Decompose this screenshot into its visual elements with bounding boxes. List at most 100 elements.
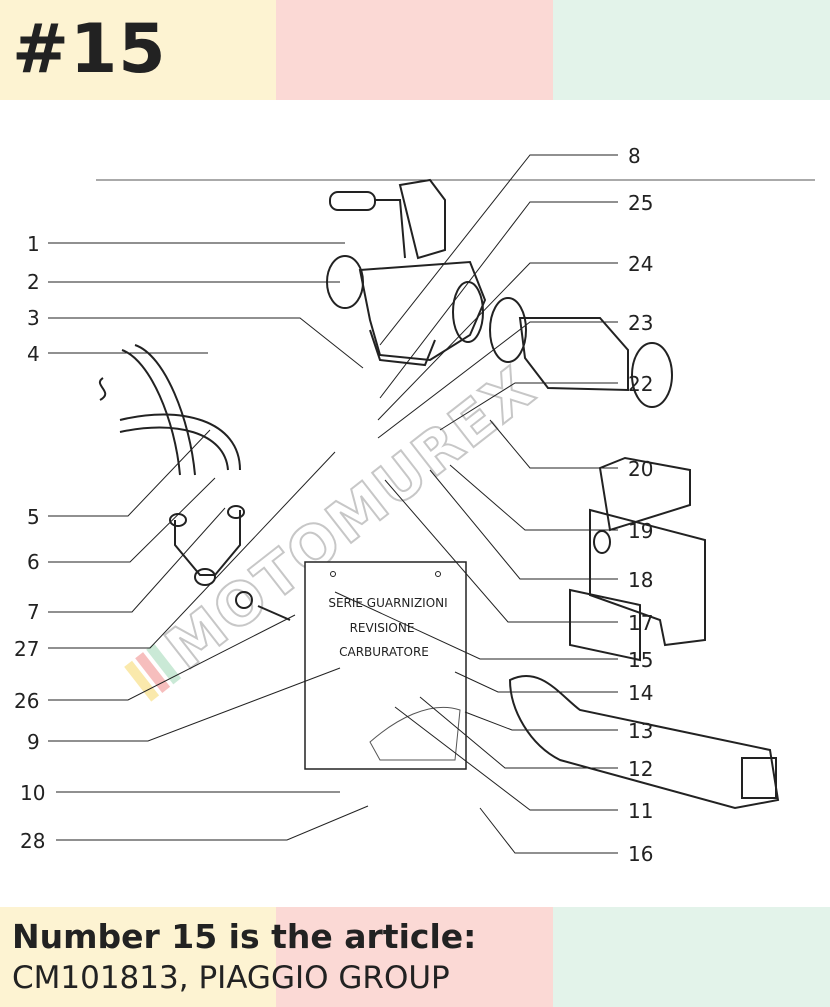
screw-26: [257, 605, 291, 621]
leader-14: [454, 671, 618, 693]
carb-float-bowl: [369, 329, 436, 367]
leader-7: [48, 507, 226, 613]
carb-top-cap: [398, 178, 446, 260]
header-band-yellow: [0, 0, 276, 100]
clamp-22: [631, 342, 673, 408]
leader-6: [48, 477, 216, 563]
hose-4-edge: [134, 344, 196, 476]
exploded-parts-diagram: MOTOMUREX: [14, 144, 815, 866]
leader-24: [377, 262, 618, 421]
duct-mouth: [741, 757, 777, 799]
carb-main-body: [358, 260, 487, 362]
callout-24: 24: [628, 252, 653, 276]
leader-20: [489, 419, 618, 469]
callout-26: 26: [14, 689, 39, 713]
kit-box-gasket-outline: [369, 706, 461, 761]
carb-outlet: [452, 281, 484, 343]
air-box-parts: [569, 456, 706, 662]
callout-22: 22: [628, 372, 653, 396]
callout-25: 25: [628, 191, 653, 215]
header-band: [0, 0, 830, 100]
callout-16: 16: [628, 842, 653, 866]
ring-24: [489, 297, 527, 363]
fuel-hose-parts: [99, 344, 291, 621]
callout-11: 11: [628, 799, 653, 823]
leader-5: [48, 429, 211, 517]
leader-17: [384, 479, 618, 623]
callout-23: 23: [628, 311, 653, 335]
hose-5: [119, 413, 241, 471]
housing-hole: [593, 530, 611, 554]
callout-8: 8: [628, 144, 641, 168]
leader-18: [429, 469, 618, 580]
leader-27: [48, 451, 336, 649]
leader-8: [379, 154, 618, 346]
header-band-green: [553, 0, 830, 100]
carb-cable-pipe: [375, 199, 406, 259]
hose-5-edge: [119, 426, 229, 471]
watermark-stripe-yellow: [124, 660, 160, 702]
callout-28: 28: [20, 829, 45, 853]
header-band-pink: [276, 0, 553, 100]
callout-7: 7: [27, 600, 40, 624]
item-number-badge: #15: [12, 10, 167, 89]
kit-box-line2: REVISIONE: [350, 621, 415, 635]
duct-12: [508, 674, 780, 810]
leader-13: [464, 711, 618, 731]
caption-article-heading: Number 15 is the article:: [12, 917, 477, 956]
callout-27: 27: [14, 637, 39, 661]
footer-band-pink: [276, 907, 553, 1007]
carb-cable-fitting: [329, 191, 376, 211]
leader-11: [394, 706, 618, 811]
callout-15: 15: [628, 648, 653, 672]
intake-sleeve-23: [518, 317, 629, 392]
leader-lines: [48, 154, 618, 854]
leader-23: [377, 321, 618, 439]
callout-3: 3: [27, 306, 40, 330]
callout-20: 20: [628, 457, 653, 481]
callout-labels: 1 2 3 4 5 6 7 27 26 9 10 28 8 25 24 23 2…: [14, 144, 653, 866]
connector-end-right: [227, 505, 245, 519]
leader-22: [439, 382, 618, 431]
kit-box-line3: CARBURATORE: [339, 645, 429, 659]
callout-19: 19: [628, 519, 653, 543]
caption-article-code: CM101813, PIAGGIO GROUP: [12, 960, 450, 996]
leader-28: [56, 805, 369, 841]
kit-box-mark-right: [435, 571, 441, 577]
callout-4: 4: [27, 342, 40, 366]
washer-26: [235, 591, 253, 609]
intake-duct-parts: [508, 674, 780, 810]
callout-6: 6: [27, 550, 40, 574]
callout-12: 12: [628, 757, 653, 781]
intake-ring-parts: [489, 297, 673, 408]
watermark-stripe-green: [146, 643, 182, 685]
filter-17: [569, 588, 641, 662]
leader-25: [379, 201, 618, 399]
callout-5: 5: [27, 505, 40, 529]
kit-box-line1: SERIE GUARNIZIONI: [328, 596, 447, 610]
leader-12: [419, 696, 618, 769]
carburettor-part: [326, 178, 487, 367]
leader-19: [449, 464, 618, 531]
leader-26: [48, 614, 296, 701]
callout-9: 9: [27, 730, 40, 754]
spring-clip: [99, 377, 107, 401]
gasket-kit-box: [304, 561, 467, 770]
callout-10: 10: [20, 781, 45, 805]
bracket-27: [194, 568, 216, 586]
kit-box-mark-left: [330, 571, 336, 577]
callout-13: 13: [628, 719, 653, 743]
footer-band-yellow: [0, 907, 276, 1007]
leader-15: [334, 591, 618, 660]
leader-16: [479, 807, 618, 854]
callout-18: 18: [628, 568, 653, 592]
cover-20: [598, 456, 691, 532]
leader-9: [48, 667, 341, 742]
footer-band: [0, 907, 830, 1007]
callout-1: 1: [27, 232, 40, 256]
tee-connector-7: [174, 510, 241, 576]
callout-14: 14: [628, 681, 653, 705]
callout-17: 17: [628, 611, 653, 635]
hose-4: [121, 349, 181, 476]
footer-band-green: [553, 907, 830, 1007]
